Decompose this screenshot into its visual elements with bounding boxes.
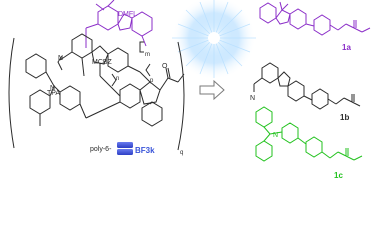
polymer-left-bracket: [8, 37, 185, 151]
label-1a: 1a: [342, 43, 351, 52]
light-star-icon: [172, 0, 256, 80]
open-right-arrow-icon: [199, 79, 225, 101]
subscript-m: m: [145, 52, 150, 58]
o-label-ester: O: [162, 63, 168, 70]
subscript-q: q: [180, 150, 183, 156]
subscript-n: n: [116, 76, 119, 82]
product-1b-structure: [253, 62, 361, 110]
n-label-1b: N: [250, 95, 255, 102]
bf3k-bar-icon: [117, 142, 133, 155]
product-1c-structure: [255, 106, 363, 162]
n-label-1c: N: [273, 132, 278, 139]
bf3k-label: BF3k: [135, 146, 155, 155]
label-1b: 1b: [340, 113, 349, 122]
inner-brackets: [57, 55, 151, 87]
indenyl-ester-unit: [85, 67, 185, 127]
label-1c: 1c: [334, 171, 343, 180]
poly-label: poly-6-: [90, 146, 112, 153]
mcbz-carbazole-unit: [59, 33, 141, 77]
mcbz-label: MCBZ: [92, 59, 113, 66]
dmfl-label: DMFL: [118, 11, 137, 18]
polymer-structure: [8, 0, 185, 151]
product-1a-structure: [259, 1, 371, 36]
tpa-unit: [25, 53, 87, 126]
dmfl-fluorene-unit: [85, 0, 153, 48]
tpa-label: TPA: [47, 90, 60, 97]
scheme-canvas: DMFL MCBZ TPA N N O m n p q poly-6- BF3k…: [8, 0, 371, 180]
graphical-abstract: DMFL MCBZ TPA N N O m n p q poly-6- BF3k…: [8, 0, 371, 180]
subscript-p: p: [150, 78, 154, 84]
n-label-tpa: N: [50, 85, 55, 92]
dmfl-bracket: [139, 41, 144, 53]
n-label-carbazole: N: [58, 55, 63, 62]
